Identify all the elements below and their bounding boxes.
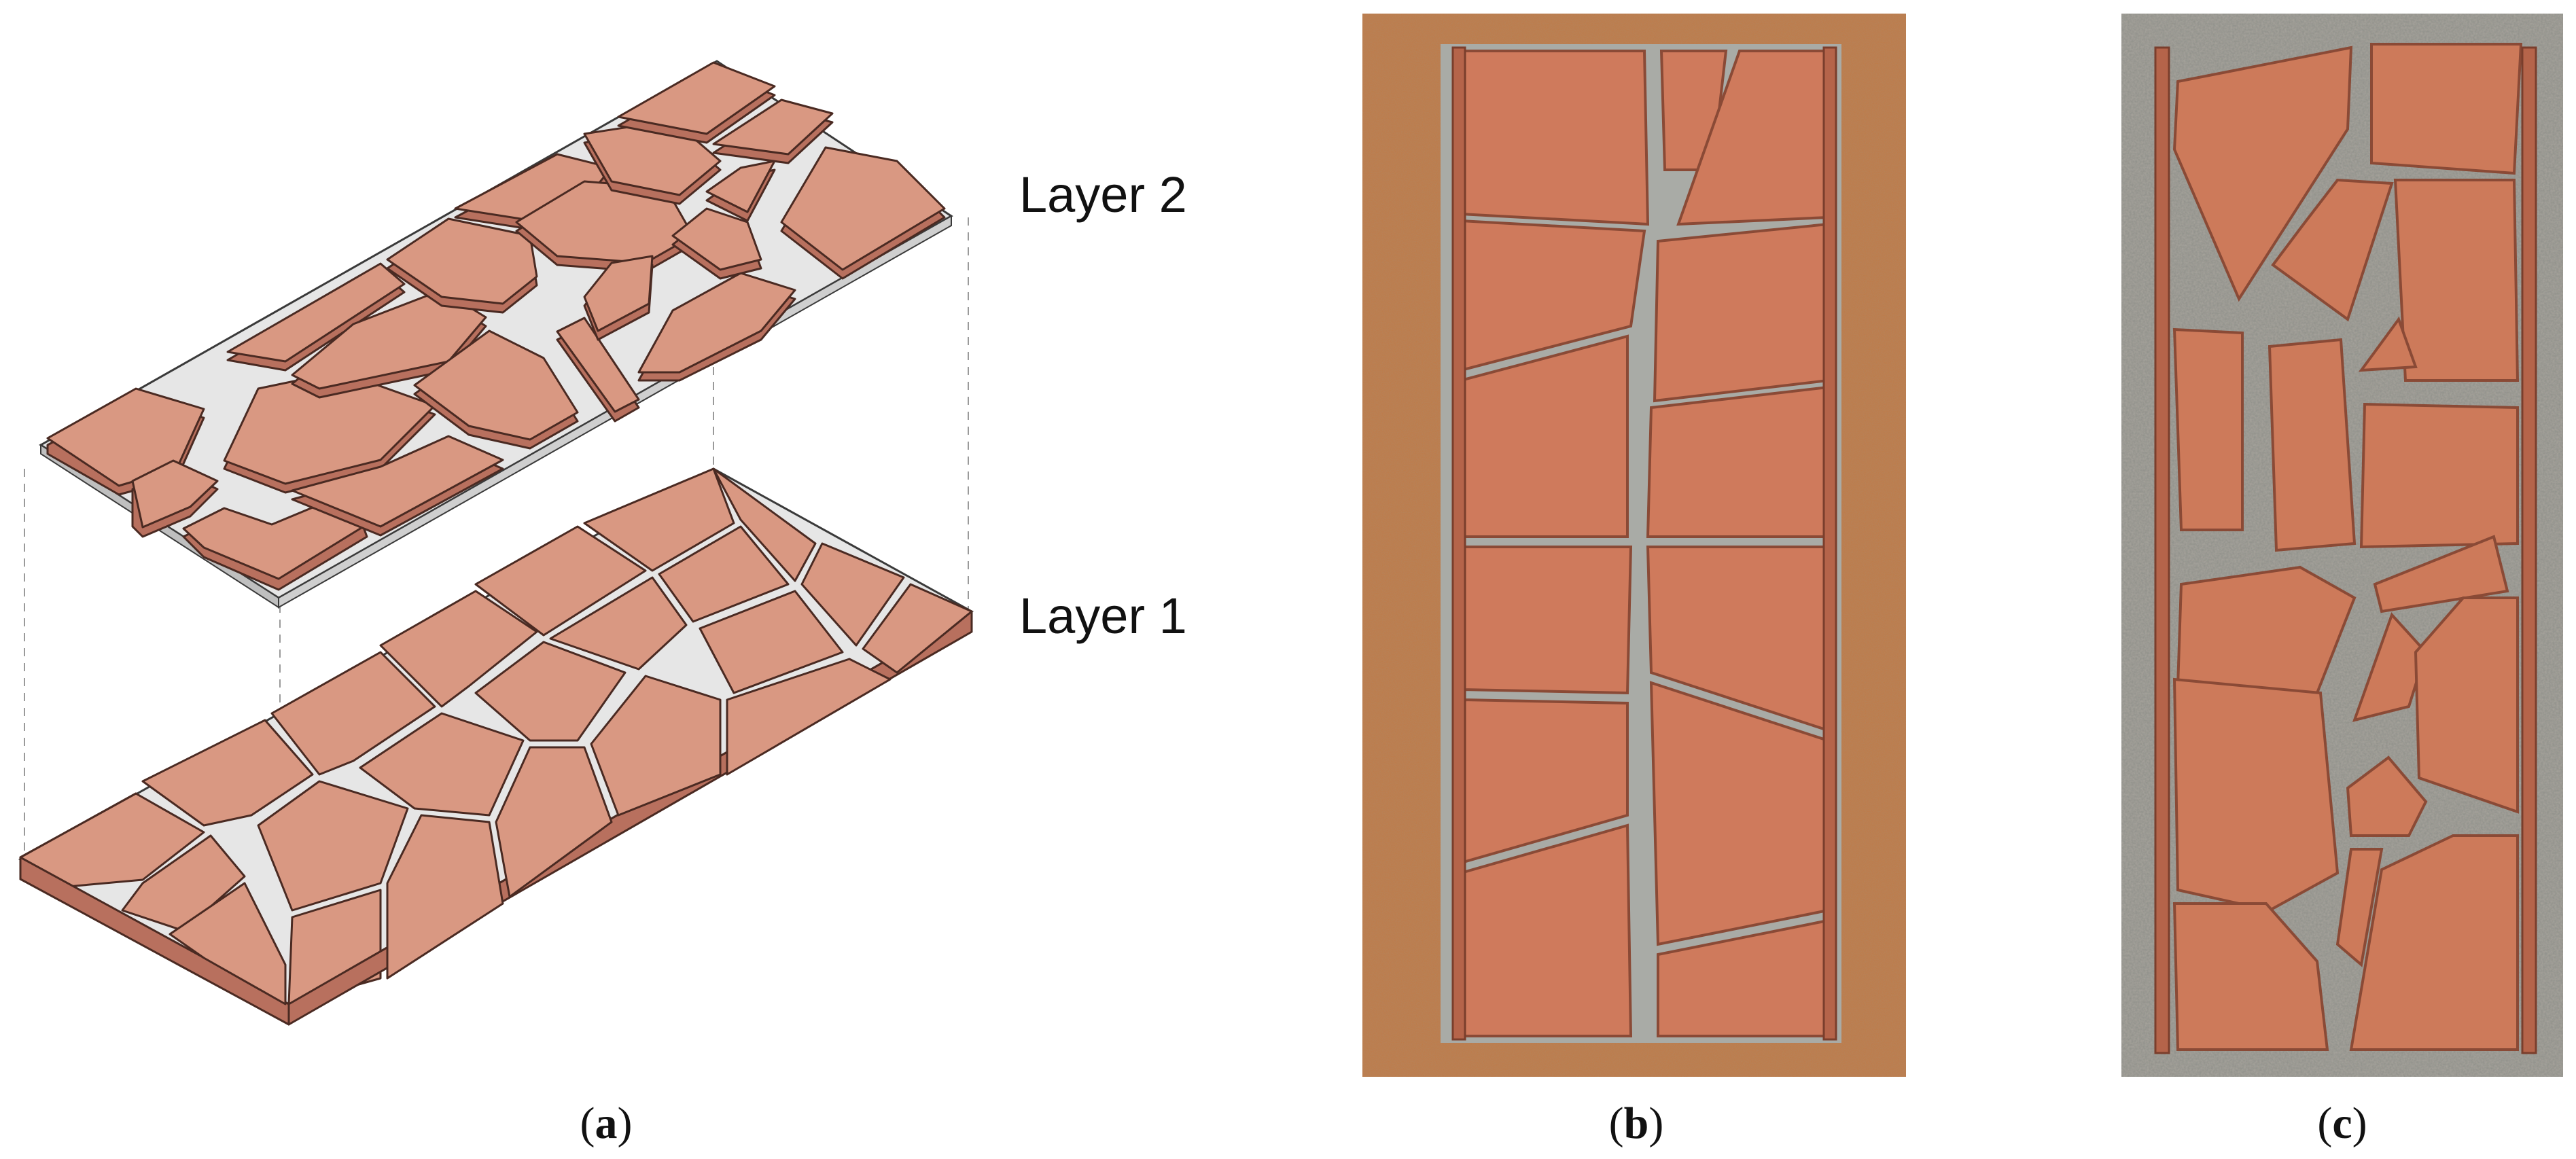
caption-b: (b)	[1609, 1099, 1664, 1148]
layer-1-tile	[726, 658, 892, 776]
layer-1-tile	[169, 882, 287, 1005]
photo-c-tile	[2349, 834, 2519, 1051]
layer-2-tile	[780, 146, 946, 271]
photo-c-tile	[2176, 565, 2357, 695]
layer-1-tile	[270, 651, 436, 776]
photo-c-tile	[2346, 755, 2428, 837]
layer-2-label: Layer 2	[1019, 166, 1187, 223]
layer-1-tiles	[19, 467, 973, 1026]
layer-2-slab	[39, 60, 953, 609]
photo-c-tile	[2271, 178, 2394, 322]
photo-b-rail-left	[1451, 46, 1466, 1041]
photo-c-rail-left	[2154, 46, 2170, 1054]
layer-1-tile	[257, 780, 409, 912]
layer-1-slab	[18, 467, 974, 1026]
photo-c-tile	[2393, 179, 2520, 382]
photo-b-tile	[1460, 50, 1650, 226]
photo-c-tile	[2359, 402, 2519, 549]
layer-2-tile	[637, 272, 796, 374]
layer-2-tile	[671, 207, 762, 271]
photo-c-tiles	[2172, 43, 2523, 1051]
layer-1-tile	[474, 525, 647, 637]
photo-c-tile	[2268, 338, 2357, 552]
caption-a: (a)	[580, 1099, 633, 1148]
photo-b-tile	[1460, 546, 1633, 695]
layer-1-tile	[495, 746, 613, 898]
photo-c-tile	[2335, 848, 2384, 967]
photo-c-tile	[2172, 327, 2244, 531]
layer-2-tile	[291, 435, 504, 528]
layer-2-tile	[131, 459, 219, 529]
layer-1-tile	[658, 525, 790, 623]
layer-2-tile	[46, 387, 205, 487]
layer-2-tile	[712, 99, 834, 156]
caption-c: (c)	[2317, 1099, 2367, 1148]
layer-2-tile	[617, 61, 776, 135]
layer-2-tile	[291, 289, 487, 390]
layer-1-tile	[379, 590, 538, 708]
layer-1-tile	[590, 675, 722, 817]
photo-c-tile	[2373, 535, 2509, 613]
layer-1-tile	[862, 583, 973, 674]
layer-2-tile	[226, 262, 406, 363]
photo-b-tile	[1646, 385, 1829, 538]
photo-b-rail-right	[1822, 46, 1837, 1041]
layer-2-tile	[556, 317, 640, 413]
layer-1-tile	[699, 590, 844, 694]
photo-c-side-rails	[2154, 46, 2537, 1054]
layer-1-tile	[549, 576, 688, 671]
layer-1-tile	[800, 542, 905, 647]
photo-b-tiles	[1460, 50, 1829, 1037]
photo-c-tile	[2370, 43, 2523, 175]
panel-b-photo	[1362, 14, 1906, 1077]
panel-c-photo	[2121, 14, 2563, 1077]
layer-1-tile	[583, 467, 735, 572]
photo-b-side-rails	[1451, 46, 1837, 1041]
panel-a-diagram: Layer 2 Layer 1	[18, 60, 1187, 1026]
layer-1-label: Layer 1	[1019, 588, 1187, 644]
layer-2-tile	[386, 217, 538, 305]
photo-b-tile	[1653, 222, 1829, 403]
photo-c-tile	[2172, 46, 2353, 302]
layer-1-tile	[141, 719, 314, 827]
photo-c-tile	[2172, 902, 2329, 1051]
layer-2-tile	[583, 255, 654, 332]
layer-1-tile	[359, 712, 525, 817]
layer-1-tile	[474, 641, 627, 742]
layer-2-tile	[413, 329, 579, 441]
photo-c-rail-right	[2521, 46, 2537, 1054]
layer-2-tiles	[46, 61, 946, 591]
photo-c-tile	[2414, 596, 2519, 814]
photo-c-tile	[2358, 316, 2418, 372]
layer-1-tile	[712, 467, 817, 582]
photo-c-tile	[2172, 677, 2340, 912]
layer-1-tile	[386, 814, 504, 980]
